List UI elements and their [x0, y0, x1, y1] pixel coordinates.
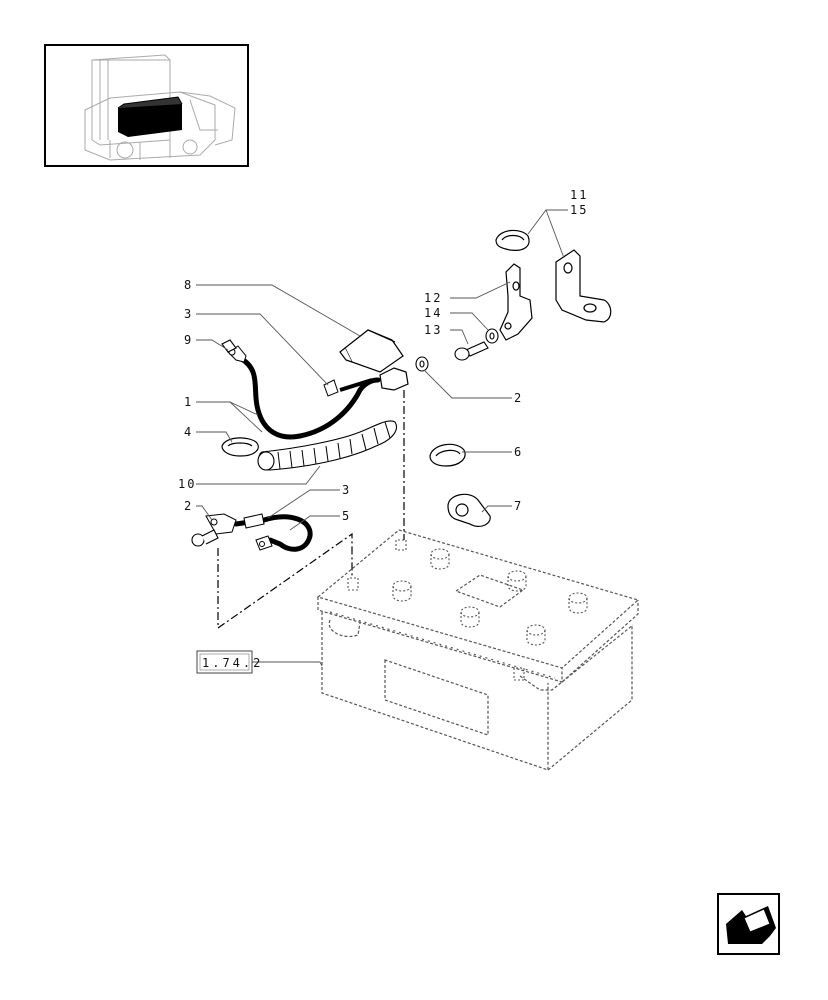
part-2-washer-upper	[415, 356, 429, 372]
battery-highlight	[117, 96, 183, 137]
callout-15: 15	[570, 203, 588, 217]
part-7-p-clip	[447, 493, 491, 528]
callout-10: 10	[178, 477, 196, 491]
callout-6: 6	[514, 445, 523, 459]
callout-11: 11	[570, 188, 588, 202]
part-9-eyelet	[221, 339, 237, 353]
nav-back-button[interactable]	[717, 893, 780, 955]
part-12-bracket	[499, 263, 533, 341]
part-11-clip	[495, 229, 530, 251]
callout-5: 5	[342, 509, 351, 523]
reference-box[interactable]: 1.74.2	[196, 650, 263, 674]
callout-1: 1	[184, 395, 193, 409]
callout-4: 4	[184, 425, 193, 439]
part-2-bolt-lower	[191, 529, 219, 547]
part-4-clip	[221, 437, 259, 457]
part-6-clip	[429, 443, 466, 467]
part-8-terminal-cover	[339, 329, 404, 373]
part-14-washer	[485, 328, 499, 344]
callout-12: 12	[424, 291, 442, 305]
callout-labels: 8 3 9 1 4 10 2 3 5 2 6 7 11 15 12 14 13	[178, 188, 588, 523]
callout-8: 8	[184, 278, 193, 292]
callout-3-upper: 3	[184, 307, 193, 321]
battery	[316, 529, 640, 771]
assembly-lines	[217, 390, 405, 630]
callout-3-lower: 3	[342, 483, 351, 497]
callout-13: 13	[424, 323, 442, 337]
part-10-corrugated-sheath	[257, 420, 397, 471]
callout-2-lower: 2	[184, 499, 193, 513]
leader-lines	[196, 209, 568, 667]
callout-2-upper: 2	[514, 391, 523, 405]
callout-14: 14	[424, 306, 442, 320]
arrow-back-icon	[726, 906, 776, 944]
reference-label: 1.74.2	[202, 656, 263, 670]
part-13-bolt	[454, 341, 489, 361]
battery-caps	[347, 539, 588, 681]
part-5-negative-cable	[205, 513, 313, 552]
part-15-bracket	[555, 249, 612, 323]
callout-7: 7	[514, 499, 523, 513]
locator-thumbnail	[44, 44, 249, 167]
callout-9: 9	[184, 333, 193, 347]
